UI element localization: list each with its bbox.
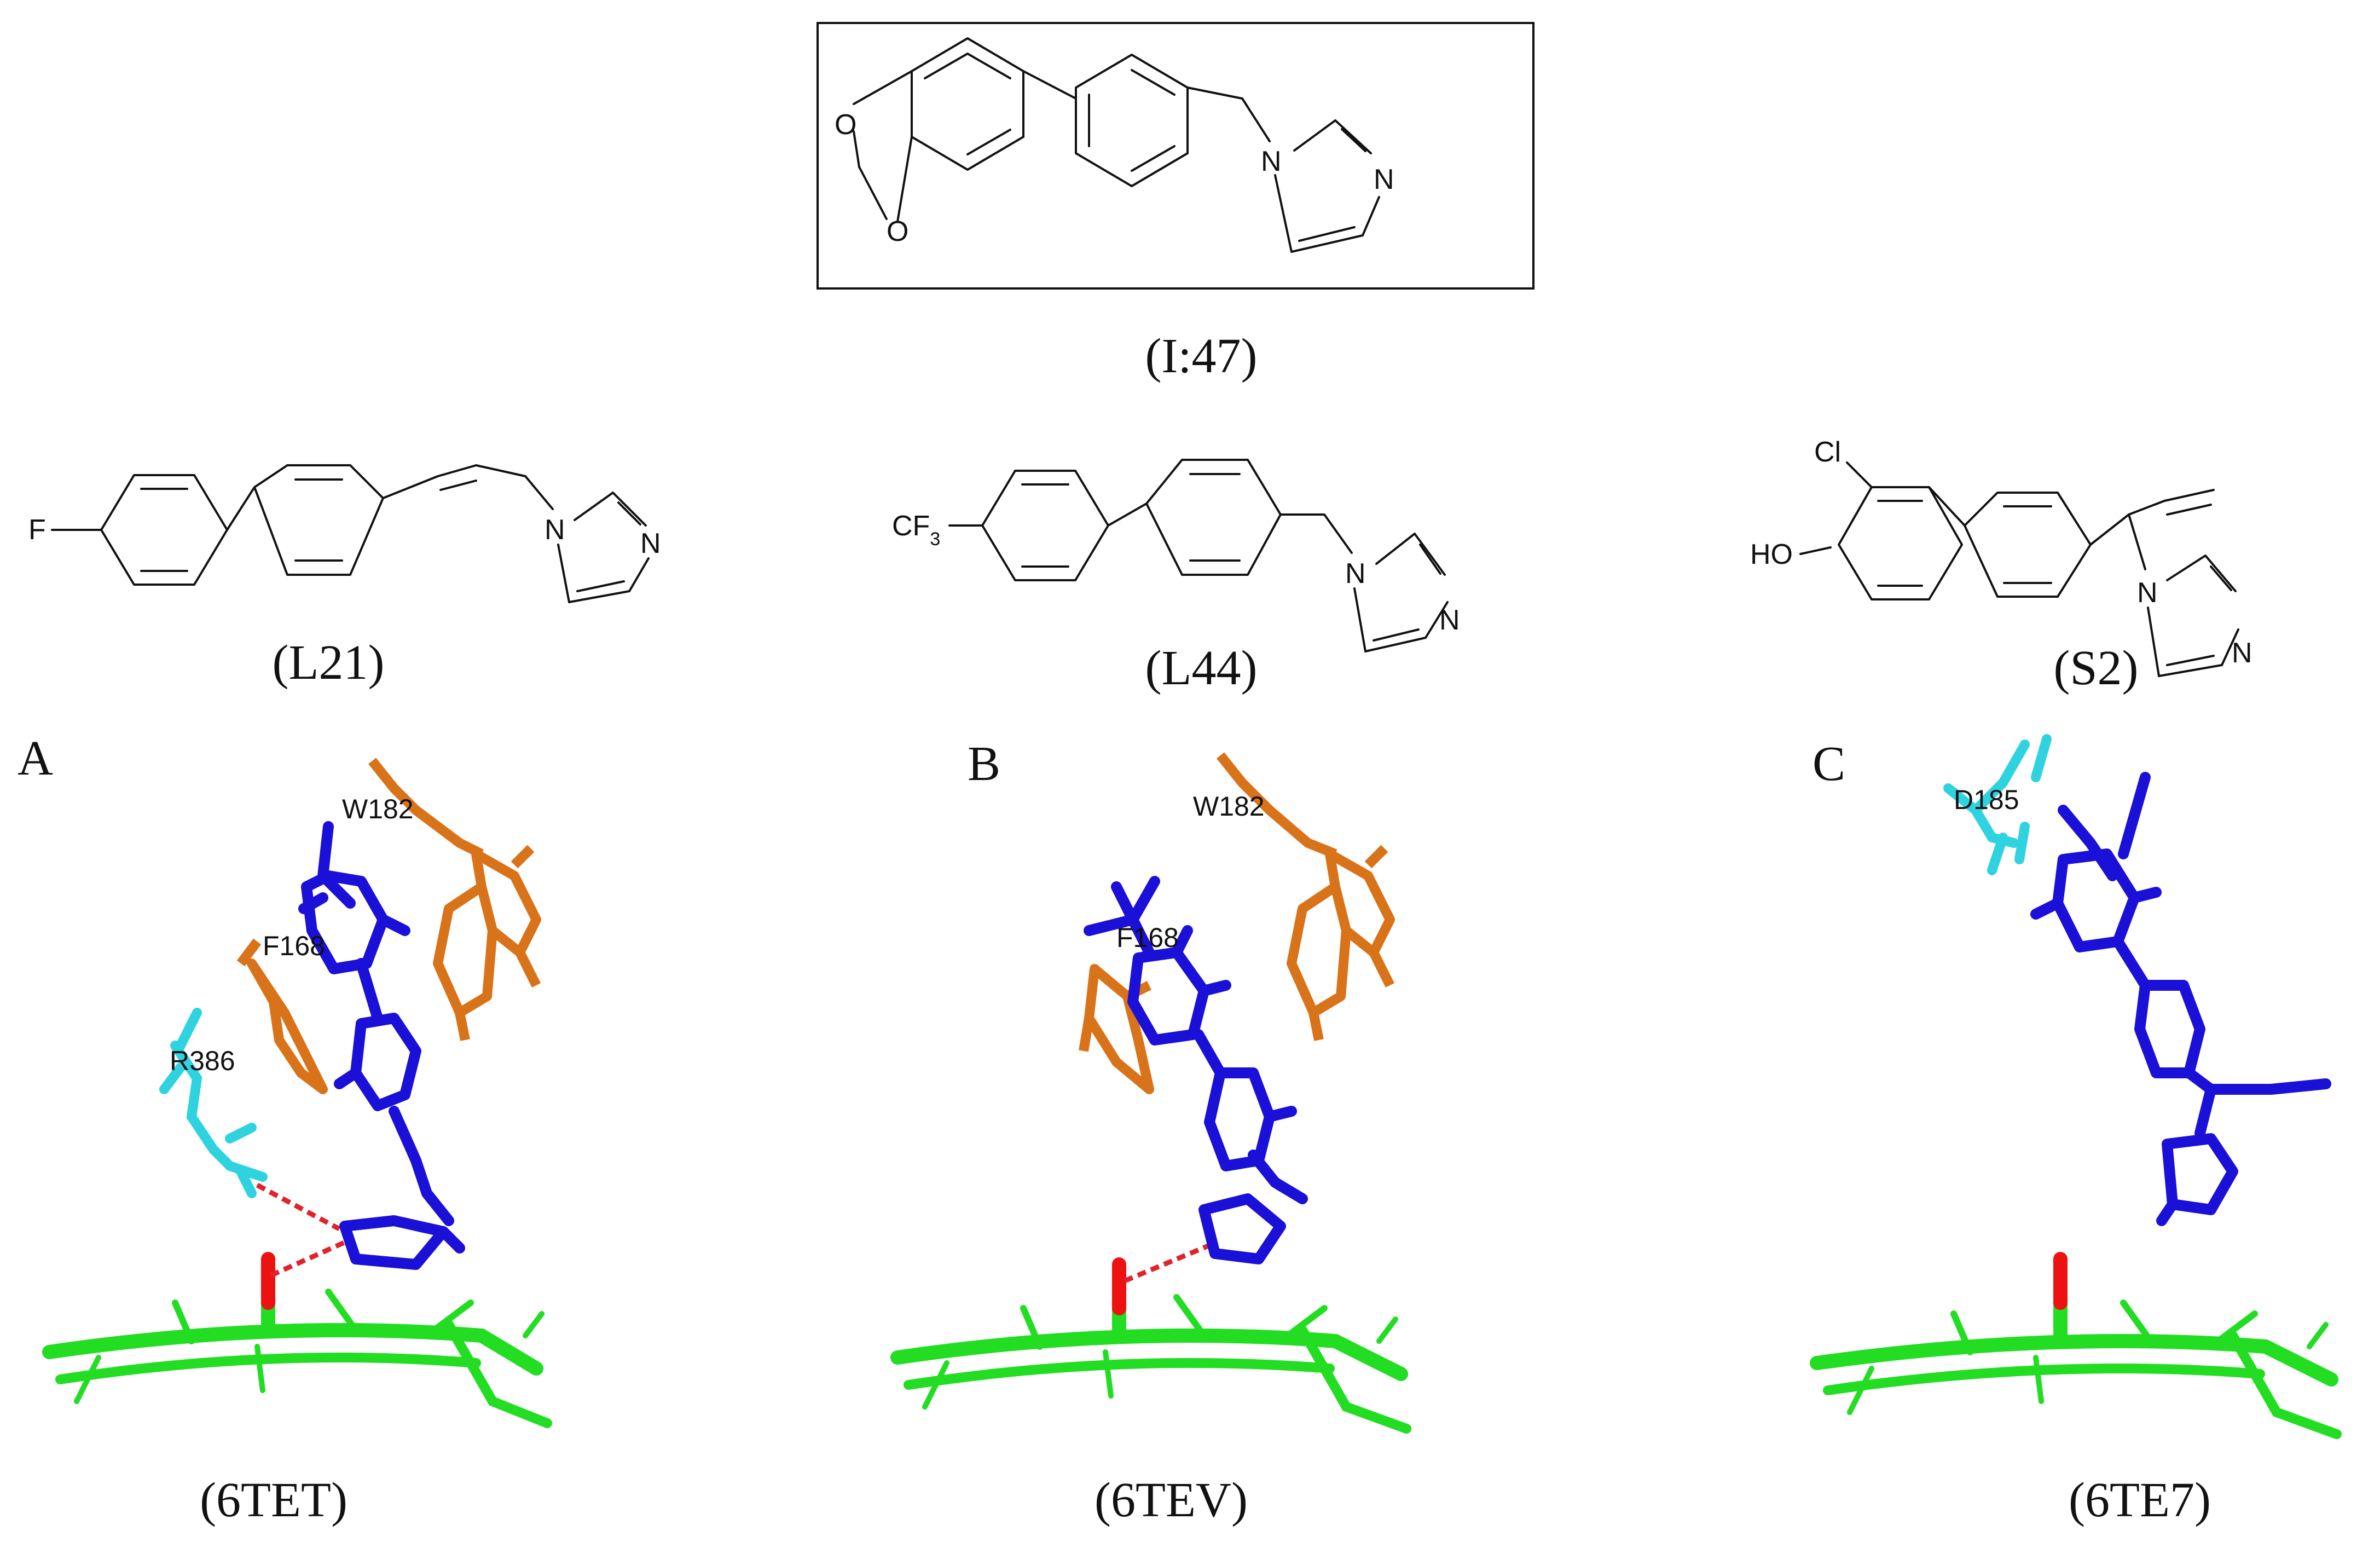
cf3-group: CF3 <box>892 510 940 550</box>
panel-c-letter: C <box>1812 737 1845 791</box>
s2-nitrogen-1: N <box>2137 577 2158 609</box>
chlorine-atom: Cl <box>1814 436 1841 468</box>
hydroxyl-group: HO <box>1750 539 1793 570</box>
panel-a-residue-w182 <box>368 758 541 1041</box>
compound-l21-caption: (L21) <box>273 636 385 690</box>
l44-nitrogen-2: N <box>1439 604 1460 636</box>
compound-l44-caption: (L44) <box>1145 641 1258 695</box>
panel-c-caption: (6TE7) <box>2069 1473 2211 1527</box>
panel-b-label-f168: F168 <box>1116 922 1179 953</box>
l21-nitrogen-2: N <box>640 528 661 559</box>
l44-nitrogen-1: N <box>1345 558 1366 590</box>
panel-a-residue-r386 <box>159 1008 268 1198</box>
panel-c: C D185 (6TE7) <box>1810 734 2342 1527</box>
panel-b-residue-w182 <box>1216 752 1395 1041</box>
compound-s2-caption: (S2) <box>2054 641 2139 695</box>
panel-c-heme <box>1810 1300 2342 1439</box>
panel-a-ligand <box>298 821 465 1270</box>
panel-c-label-d185: D185 <box>1954 784 2019 815</box>
nitrogen-atom-2: N <box>1374 164 1394 195</box>
panel-b-heme <box>890 1294 1411 1434</box>
compound-i47: O O N N (I:47) <box>817 22 1534 383</box>
panel-c-ligand <box>2030 772 2331 1226</box>
l21-nitrogen-1: N <box>545 514 565 546</box>
panel-a-label-r386: R386 <box>170 1046 235 1076</box>
panel-a-label-f168: F168 <box>263 931 325 961</box>
panel-b-caption: (6TEV) <box>1095 1473 1248 1527</box>
panel-b-letter: B <box>968 737 1000 791</box>
panel-c-residue-d185 <box>1943 734 2052 875</box>
compound-s2: Cl HO N N (S2) <box>1750 436 2252 695</box>
fluorine-atom: F <box>28 514 46 546</box>
panel-a-caption: (6TET) <box>200 1473 348 1527</box>
oxygen-atom-2: O <box>887 216 908 247</box>
compound-l44: CF3 N N (L44) <box>892 459 1460 695</box>
panel-a: A <box>18 731 552 1527</box>
panel-a-heme <box>42 1289 552 1428</box>
oxygen-atom-1: O <box>835 109 856 141</box>
panel-b-label-w182: W182 <box>1193 791 1265 822</box>
panel-a-label-w182: W182 <box>342 794 414 824</box>
compound-i47-caption: (I:47) <box>1145 329 1258 383</box>
panel-a-residue-f168 <box>236 938 328 1094</box>
compound-l21: F N N (L21) <box>28 464 661 690</box>
nitrogen-atom-1: N <box>1261 146 1282 177</box>
s2-nitrogen-2: N <box>2232 637 2252 669</box>
panel-b-ligand <box>1084 876 1308 1264</box>
panel-b: B W182 F168 <box>890 737 1411 1527</box>
compound-i47-frame <box>817 22 1534 290</box>
panel-a-letter: A <box>18 731 53 786</box>
